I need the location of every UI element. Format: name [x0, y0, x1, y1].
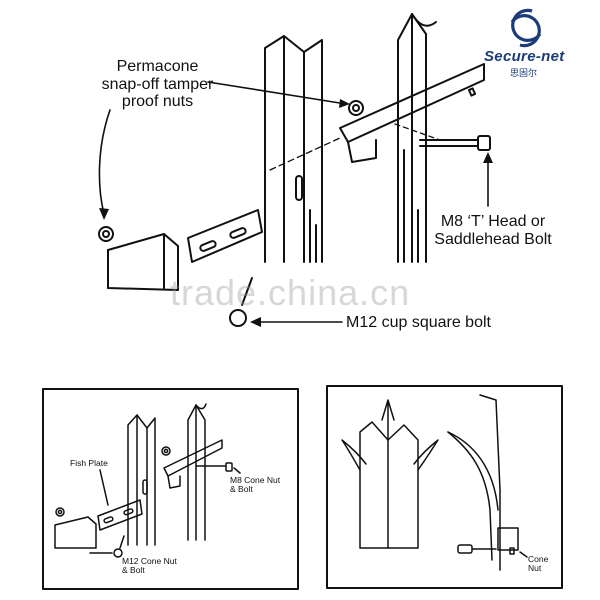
m8-cone-nut-label: M8 Cone Nut & Bolt	[230, 475, 281, 495]
cone-nut-label: Cone Nut	[528, 554, 549, 574]
m12-cone-nut-label-line2: & Bolt	[122, 565, 145, 576]
inset-left-drawing	[54, 403, 241, 558]
fish-plate-label: Fish Plate	[70, 458, 108, 468]
cone-nut-label-line2: Nut	[528, 563, 542, 574]
permacone-nut-top	[348, 100, 364, 116]
fish-plate	[187, 209, 263, 263]
watermark: trade.china.cn	[170, 272, 411, 313]
permacone-nut-left	[98, 226, 114, 242]
m12-cone-nut-label: M12 Cone Nut & Bolt	[122, 556, 177, 576]
m12-cone-nut-label-line1: M12 Cone Nut	[122, 556, 177, 566]
m8-cone-nut-label-line1: M8 Cone Nut	[230, 475, 281, 485]
m8-cone-nut-label-line2: & Bolt	[230, 484, 253, 495]
m12-cup-bolt-label: M12 cup square bolt	[346, 314, 491, 331]
brand-name-cn: 思固尔	[510, 69, 538, 79]
permacone-nuts-label: Permacone snap-off tamper proof nuts	[100, 58, 215, 111]
permacone-nuts-label-line2: snap-off tamper	[101, 75, 214, 93]
leader-lines	[98, 81, 489, 323]
m8-t-head-bolt	[394, 123, 491, 151]
swirl-logo-icon	[510, 8, 542, 48]
m8-bolt-label: M8 ‘T’ Head or Saddlehead Bolt	[432, 213, 554, 248]
cone-nut-label-line1: Cone	[528, 554, 549, 564]
permacone-nuts-label-line1: Permacone	[116, 58, 199, 75]
inset-right-drawing	[341, 394, 528, 571]
permacone-nuts-label-line3: proof nuts	[121, 93, 194, 111]
m8-bolt-label-line1: M8 ‘T’ Head or	[440, 213, 546, 230]
angle-rail	[339, 63, 485, 163]
pale-left	[264, 35, 323, 263]
inset-left-frame	[42, 388, 299, 590]
rail-center-line	[269, 137, 341, 171]
brand-name: Secure-net	[484, 48, 565, 65]
m12-cup-bolt	[229, 277, 253, 327]
inset-right-frame	[326, 385, 563, 589]
left-rail-stub	[107, 233, 179, 291]
m8-bolt-label-line2: Saddlehead Bolt	[434, 230, 552, 248]
arrowheads	[99, 99, 493, 327]
post-right	[397, 13, 437, 263]
